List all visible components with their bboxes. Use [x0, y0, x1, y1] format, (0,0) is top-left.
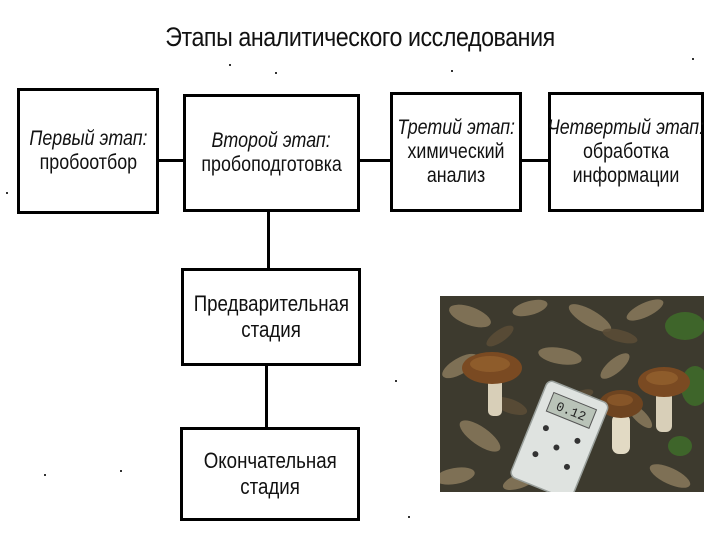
- stage-label: Четвертый этап:: [547, 115, 705, 139]
- speck: [692, 58, 694, 60]
- sub-stage-box-1: Предварительная стадия: [181, 268, 361, 366]
- stage-label: Первый этап:: [28, 126, 148, 150]
- mushroom-photo: 0.12: [440, 296, 704, 492]
- stage-label: Третий этап:: [397, 115, 515, 139]
- mushroom-right: [638, 367, 690, 432]
- stage-name: химический анализ: [407, 139, 505, 188]
- connector-1-2: [157, 159, 185, 162]
- speck: [6, 192, 8, 194]
- connector-2-3: [358, 159, 392, 162]
- device-screen: [545, 391, 598, 429]
- sub-stage-box-2: Окончательная стадия: [180, 427, 360, 521]
- connector-sub1-sub2: [265, 365, 268, 429]
- connector-2-sub1: [267, 210, 270, 270]
- stage-name: обработка информации: [572, 139, 680, 188]
- stage-box-1: Первый этап: пробоотбор: [17, 88, 159, 214]
- connector-3-4: [520, 159, 550, 162]
- stage-box-2: Второй этап: пробоподготовка: [183, 94, 360, 212]
- page-title: Этапы аналитического исследования: [165, 22, 555, 52]
- stage-box-3: Третий этап: химический анализ: [390, 92, 522, 212]
- speck: [44, 474, 46, 476]
- speck: [408, 516, 410, 518]
- mushroom-middle: [599, 390, 643, 454]
- speck: [451, 70, 453, 72]
- speck: [275, 72, 277, 74]
- stage-label: Второй этап:: [211, 128, 332, 152]
- sub-stage-line2: стадия: [240, 474, 300, 499]
- stage-box-4: Четвертый этап: обработка информации: [548, 92, 704, 212]
- speck: [395, 380, 397, 382]
- speck: [120, 470, 122, 472]
- speck: [229, 64, 231, 66]
- sub-stage-line2: стадия: [241, 317, 301, 342]
- sub-stage-line1: Предварительная: [193, 290, 349, 316]
- stage-name: пробоотбор: [39, 151, 137, 174]
- mushroom-left: [462, 352, 522, 416]
- sub-stage-line1: Окончательная: [203, 447, 337, 473]
- dosimeter-device: 0.12: [510, 380, 609, 492]
- stage-name: пробоподготовка: [201, 153, 342, 176]
